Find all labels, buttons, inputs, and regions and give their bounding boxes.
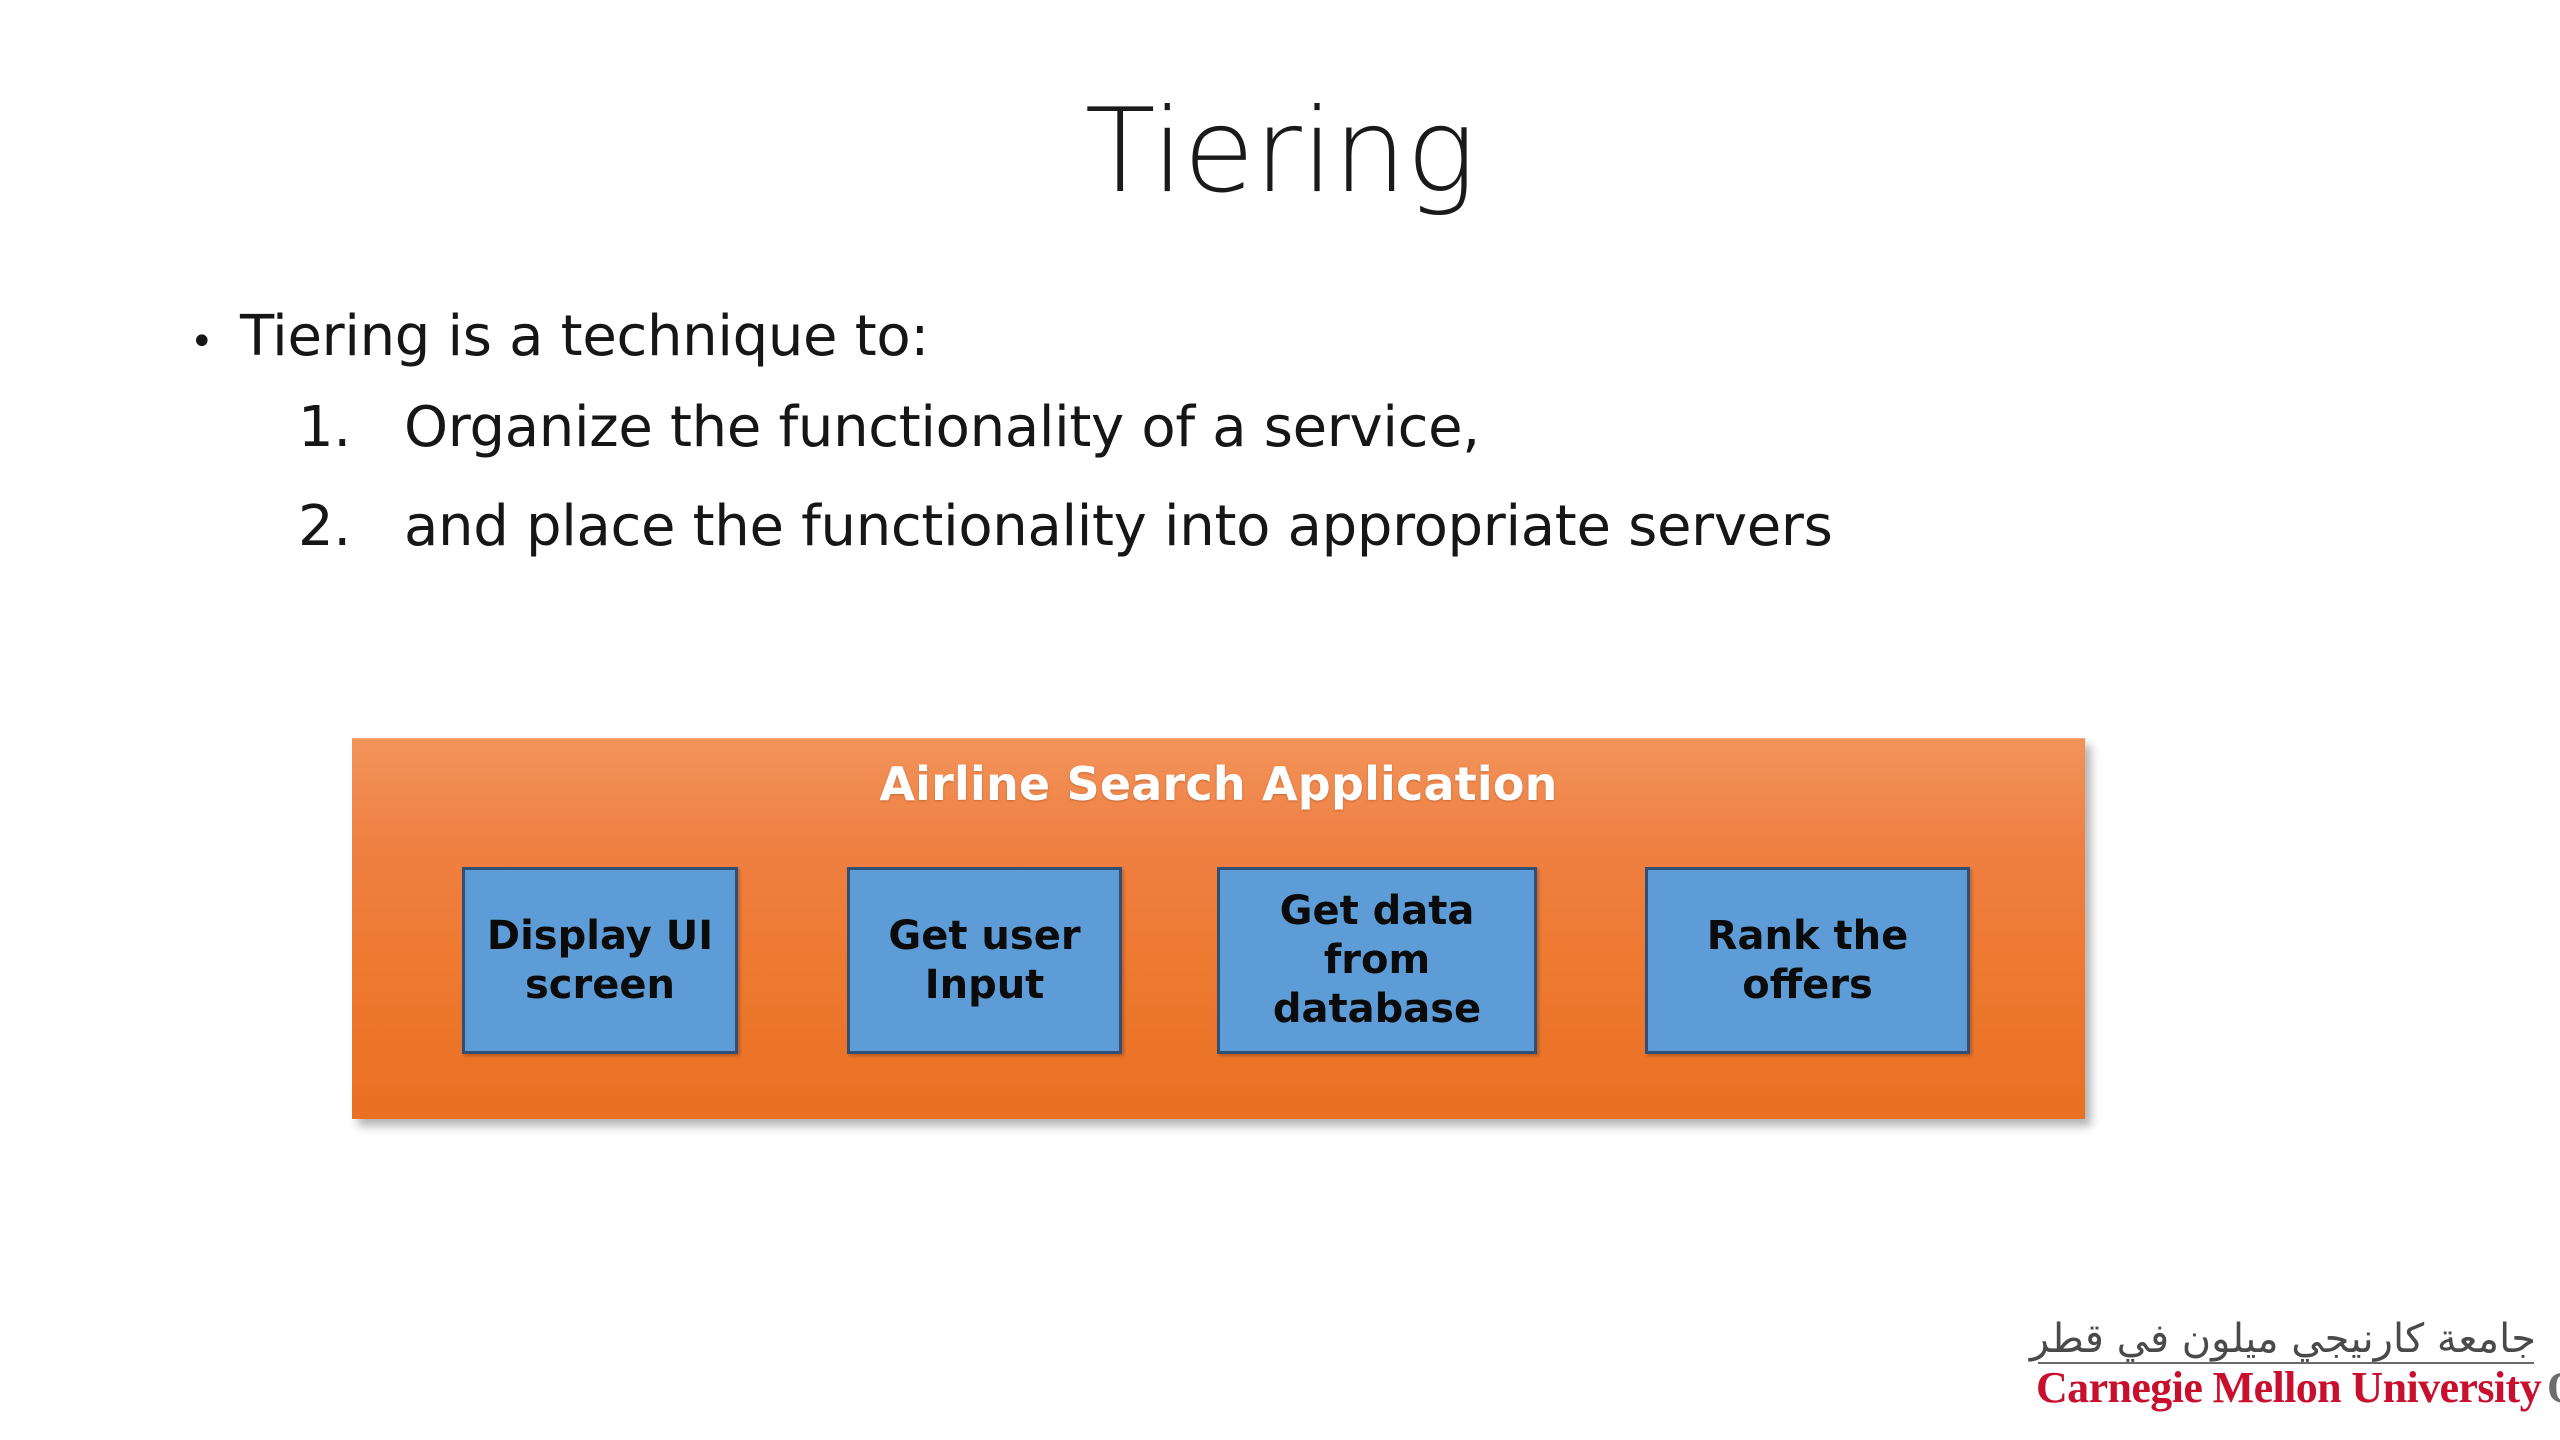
diagram-title: Airline Search Application xyxy=(879,757,1558,811)
component-row: Display UI screen Get user Input Get dat… xyxy=(352,867,2085,1054)
logo-university-name: Carnegie Mellon University xyxy=(2036,1363,2542,1412)
numbered-list: 1. Organize the functionality of a servi… xyxy=(190,394,2290,560)
component-box-display-ui-screen: Display UI screen xyxy=(462,867,738,1054)
cmu-qatar-logo: جامعة كارنيجي ميلون في قطر Carnegie Mell… xyxy=(2029,1316,2560,1411)
component-box-get-data-from-database: Get data from database xyxy=(1217,867,1537,1054)
list-item-label: and place the functionality into appropr… xyxy=(404,493,1833,559)
logo-campus-name: Qatar xyxy=(2547,1363,2560,1412)
component-box-get-user-input: Get user Input xyxy=(847,867,1122,1054)
logo-arabic-text: جامعة كارنيجي ميلون في قطر xyxy=(2029,1316,2536,1362)
logo-divider xyxy=(2038,1362,2534,1364)
application-container-diagram: Airline Search Application Display UI sc… xyxy=(352,738,2085,1119)
list-item-label: Organize the functionality of a service, xyxy=(404,394,1480,460)
list-item: 2. and place the functionality into appr… xyxy=(298,493,2290,560)
logo-english-text: Carnegie Mellon University Qatar xyxy=(2036,1365,2560,1411)
list-item-marker: 2. xyxy=(298,493,351,559)
list-item-marker: 1. xyxy=(298,394,351,460)
body-content: • Tiering is a technique to: 1. Organize… xyxy=(190,304,2290,594)
bullet-dot-icon: • xyxy=(190,319,214,365)
page-title: Tiering xyxy=(1084,84,1476,219)
list-item: 1. Organize the functionality of a servi… xyxy=(298,394,2290,461)
component-box-rank-the-offers: Rank the offers xyxy=(1645,867,1970,1054)
bullet-item: • Tiering is a technique to: xyxy=(190,304,2290,370)
bullet-item-label: Tiering is a technique to: xyxy=(240,304,929,369)
